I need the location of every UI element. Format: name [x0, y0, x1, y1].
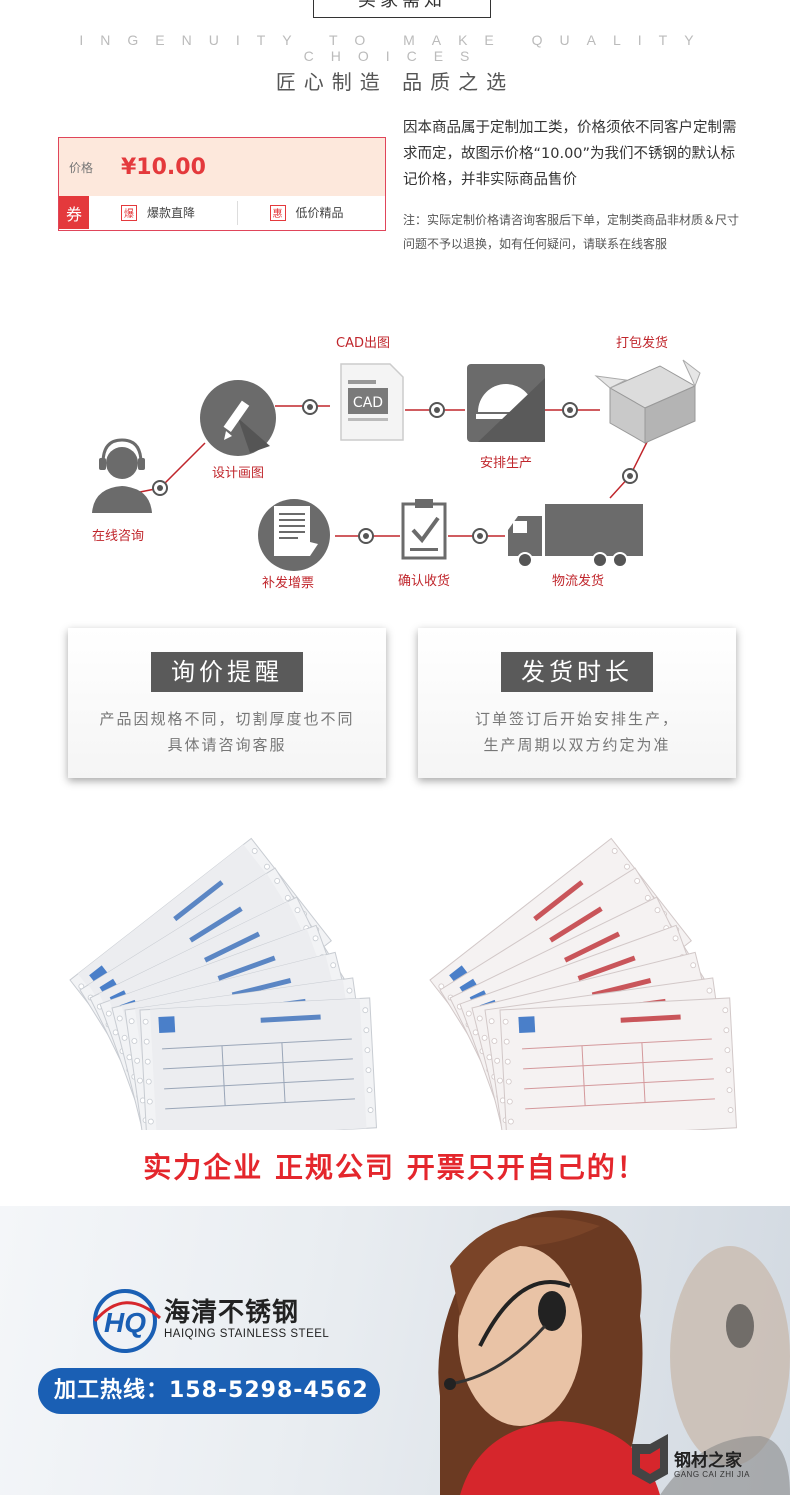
- background-operator-image: [660, 1246, 790, 1495]
- header-title: 买家需知: [358, 0, 446, 11]
- clipboard-check-icon: [401, 499, 447, 560]
- price-note: 注：实际定制价格请咨询客服后下单，定制类商品非材质＆尺寸问题不予以退换，如有任何…: [403, 213, 740, 251]
- step-design-drawing: 设计画图: [212, 466, 265, 481]
- invoice-stack-red: [429, 837, 737, 1141]
- promo-tag-discount[interactable]: 惠 低价精品: [238, 201, 386, 225]
- banner-graphics: HQ: [93, 1210, 790, 1495]
- discount-icon: 惠: [269, 204, 286, 221]
- invoice-document-icon: [258, 499, 330, 571]
- watermark-logo-icon: [632, 1434, 668, 1484]
- invoice-photo: [0, 820, 790, 1141]
- price-card: 价格 ¥10.00 券 爆 爆款直降 惠 低价精品: [58, 137, 386, 231]
- card-text: 产品因规格不同，切割厚度也不同 具体请咨询客服: [68, 706, 386, 758]
- package-box-icon: [594, 359, 701, 444]
- coupon-badge[interactable]: 券: [59, 196, 89, 229]
- card-title: 询价提醒: [151, 652, 303, 692]
- card-text: 订单签订后开始安排生产， 生产周期以双方约定为准: [418, 706, 736, 758]
- watermark-cn: 钢材之家: [674, 1451, 742, 1471]
- contact-banner: HQ 海清不锈钢 HAIQING STAINLESS STEEL 加工热线：15…: [0, 1206, 790, 1495]
- promo-row: 券 爆 爆款直降 惠 低价精品: [59, 196, 385, 229]
- price-description: 因本商品属于定制加工类，价格须依不同客户定制需求而定，故图示价格“10.00”为…: [403, 120, 737, 188]
- step-online-consult: 在线咨询: [92, 529, 145, 544]
- step-cad-output: CAD出图: [336, 336, 390, 351]
- card-line: 产品因规格不同，切割厚度也不同: [99, 710, 355, 728]
- brand-name-cn: 海清不锈钢: [164, 1298, 300, 1328]
- inquiry-reminder-card: 询价提醒 产品因规格不同，切割厚度也不同 具体请咨询客服: [68, 628, 386, 778]
- brand-name-en: HAIQING STAINLESS STEEL: [164, 1328, 330, 1340]
- step-packing-shipping: 打包发货: [616, 336, 669, 351]
- invoice-stack-blue: [69, 837, 377, 1141]
- step-logistics: 物流发货: [552, 574, 605, 589]
- price-label: 价格: [69, 160, 94, 175]
- promo-tag-label: 爆款直降: [147, 206, 196, 220]
- hot-deal-icon: 爆: [121, 204, 137, 221]
- customer-service-woman-image: [438, 1210, 660, 1495]
- card-line: 生产周期以双方约定为准: [483, 736, 671, 754]
- delivery-truck-icon: [508, 504, 643, 568]
- promo-tag-label: 低价精品: [295, 206, 344, 220]
- header-english: INGENUITY TO MAKE QUALITY CHOICES: [79, 32, 711, 64]
- cad-label: CAD: [353, 395, 383, 411]
- logo-text: HQ: [104, 1307, 146, 1338]
- step-arrange-production: 安排生产: [480, 456, 533, 471]
- brand-logo-icon: HQ: [93, 1289, 162, 1353]
- price-row: 价格 ¥10.00: [59, 138, 385, 196]
- step-confirm-receipt: 确认收货: [398, 574, 451, 589]
- headset-person-icon: [92, 438, 152, 513]
- cad-file-icon: CAD: [340, 363, 404, 441]
- process-flow: CAD: [0, 318, 790, 598]
- price-value: ¥10.00: [121, 154, 206, 180]
- promo-tag-hot[interactable]: 爆 爆款直降: [89, 200, 238, 225]
- header-title-box: 买家需知: [313, 0, 491, 18]
- step-invoice-reissue: 补发增票: [262, 576, 315, 591]
- card-line: 订单签订后开始安排生产，: [474, 710, 679, 728]
- invoice-stacks: [69, 837, 737, 1141]
- card-line: 具体请咨询客服: [167, 736, 287, 754]
- delivery-time-card: 发货时长 订单签订后开始安排生产， 生产周期以双方约定为准: [418, 628, 736, 778]
- company-slogan: 实力企业 正规公司 开票只开自己的！: [143, 1151, 647, 1184]
- pen-design-icon: [200, 380, 276, 456]
- hotline-button[interactable]: 加工热线：158-5298-4562: [38, 1368, 380, 1414]
- saw-production-icon: [467, 364, 545, 442]
- watermark-en: GANG CAI ZHI JIA: [674, 1470, 751, 1479]
- card-title: 发货时长: [501, 652, 653, 692]
- flow-node-dots: [157, 404, 633, 539]
- process-flow-graphic: CAD: [92, 359, 701, 571]
- header-chinese: 匠心制造 品质之选: [275, 70, 515, 94]
